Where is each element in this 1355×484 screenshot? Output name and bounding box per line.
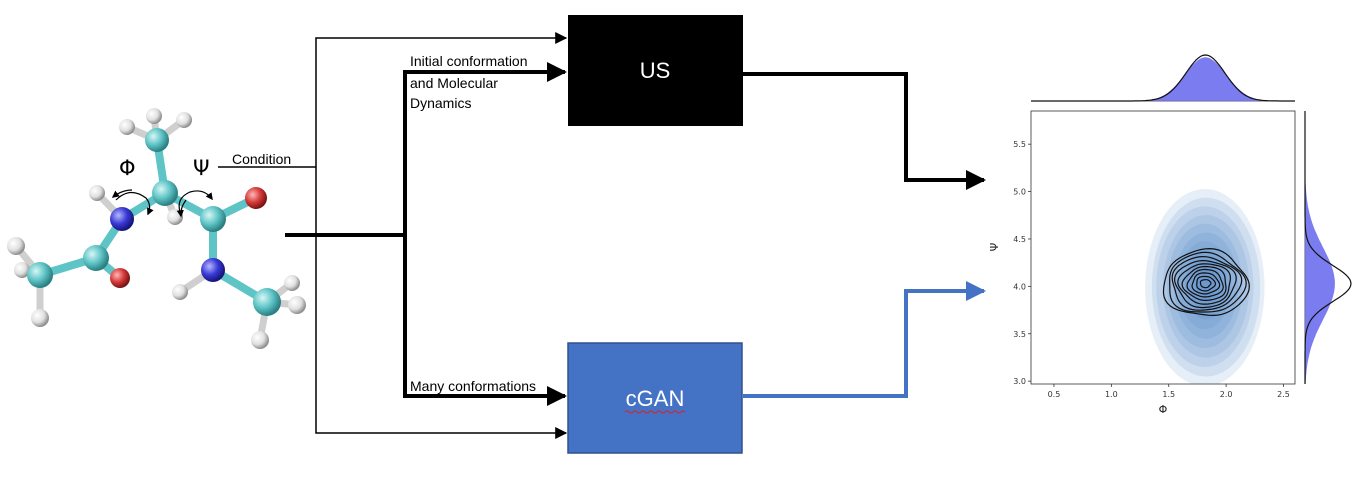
hydrogen-atom: [31, 309, 49, 327]
density-contour-line: [1181, 265, 1227, 302]
hydrogen-atom: [176, 112, 192, 128]
condition-label: Condition: [232, 151, 291, 167]
x-axis: 0.5 1.0 1.5 2.0 2.5: [1048, 384, 1290, 399]
density-contour-line: [1171, 255, 1243, 311]
joint-plot-frame: [1030, 110, 1296, 385]
density-contour-line: [1196, 275, 1216, 292]
density-contour-line: [1186, 268, 1224, 298]
psi-rotation-arrow: [178, 190, 213, 213]
y-axis-label: Ψ: [988, 242, 1001, 251]
dynamics-label: Dynamics: [410, 95, 471, 111]
cgan-output-arrow: [743, 281, 986, 398]
psi-label: Ψ: [193, 156, 210, 180]
phi-label: Φ: [119, 156, 136, 180]
nitrogen-atom: [201, 258, 225, 282]
hydrogen-atom: [288, 296, 306, 314]
density-fill-level: [1156, 206, 1254, 368]
us-output-arrow: [743, 72, 986, 190]
density-fill-level: [1162, 215, 1250, 358]
y-tick-label: 5.5: [1013, 140, 1026, 149]
carbon-atom: [27, 262, 53, 288]
initial-conformation-label: Initial conformation: [410, 53, 528, 69]
cgan-box: cGAN: [567, 342, 743, 454]
top-marginal-line: [1031, 54, 1295, 102]
top-marginal-fill: [1031, 57, 1295, 101]
density-contour-line: [1173, 259, 1237, 309]
phi-rotation-arrow: [115, 191, 154, 216]
density-contour-line: [1177, 263, 1232, 305]
density-fill-level: [1145, 188, 1265, 384]
hydrogen-atom: [7, 237, 25, 255]
oxygen-atom: [110, 268, 130, 288]
y-tick-label: 4.5: [1013, 235, 1026, 244]
cgan-box-label: cGAN: [626, 386, 685, 411]
hydrogen-atom: [89, 185, 105, 201]
hydrogen-atom: [146, 108, 162, 124]
density-contour-layer: [1162, 247, 1250, 317]
alanine-dipeptide-molecule: Φ Ψ: [7, 108, 306, 349]
psi-rotation-arrow-back: [176, 199, 187, 218]
condition-to-us-arrow: [315, 32, 568, 167]
condition-to-cgan-arrow: [315, 167, 568, 439]
y-tick-label: 4.0: [1013, 282, 1026, 291]
phi-rotation-arrow-back: [111, 189, 133, 198]
x-tick-label: 2.5: [1277, 390, 1290, 399]
nitrogen-atom: [110, 207, 134, 231]
density-contour-line: [1169, 251, 1247, 313]
many-conformations-label: Many conformations: [410, 378, 536, 394]
connectors: [218, 32, 986, 439]
hydrogen-atom: [14, 262, 30, 278]
density-contour-line: [1199, 279, 1212, 289]
carbon-atom: [145, 128, 169, 152]
right-marginal-fill: [1305, 111, 1335, 384]
x-tick-label: 1.0: [1105, 390, 1118, 399]
molecule-atoms: [7, 108, 306, 349]
to-us-arrow: [403, 62, 567, 235]
x-tick-label: 2.0: [1220, 390, 1233, 399]
x-axis-label: Φ: [1159, 403, 1168, 416]
y-tick-label: 5.0: [1013, 188, 1026, 197]
density-fill-layer: [1145, 188, 1265, 384]
oxygen-atom: [245, 187, 267, 209]
spellcheck-underline: [624, 410, 686, 414]
y-tick-label: 3.5: [1013, 330, 1026, 339]
us-box: US: [568, 15, 743, 126]
density-contour-line: [1162, 247, 1250, 317]
hydrogen-atom: [172, 284, 188, 300]
y-axis: 3.0 3.5 4.0 4.5 5.0 5.5: [1013, 140, 1031, 386]
hydrogen-atom: [119, 119, 135, 135]
hydrogen-atom: [284, 275, 300, 291]
carbon-atom: [200, 206, 226, 232]
x-tick-label: 0.5: [1048, 390, 1061, 399]
carbon-atom: [152, 180, 178, 206]
carbon-atom: [83, 245, 109, 271]
hydrogen-atom: [251, 331, 269, 349]
to-cgan-arrow: [403, 235, 567, 406]
y-tick-label: 3.0: [1013, 377, 1026, 386]
us-box-label: US: [640, 58, 671, 83]
right-marginal-line: [1304, 111, 1352, 384]
molecular-label: and Molecular: [410, 75, 498, 91]
carbon-atom: [253, 288, 281, 316]
right-marginal-density: [1304, 111, 1352, 384]
x-tick-label: 1.5: [1162, 390, 1175, 399]
joint-plot: 0.5 1.0 1.5 2.0 2.5 3.0 3.5 4.0 4.5 5.0 5.5 Φ Ψ: [988, 54, 1352, 416]
density-contour-line: [1191, 272, 1221, 295]
top-marginal-density: [1031, 54, 1295, 102]
